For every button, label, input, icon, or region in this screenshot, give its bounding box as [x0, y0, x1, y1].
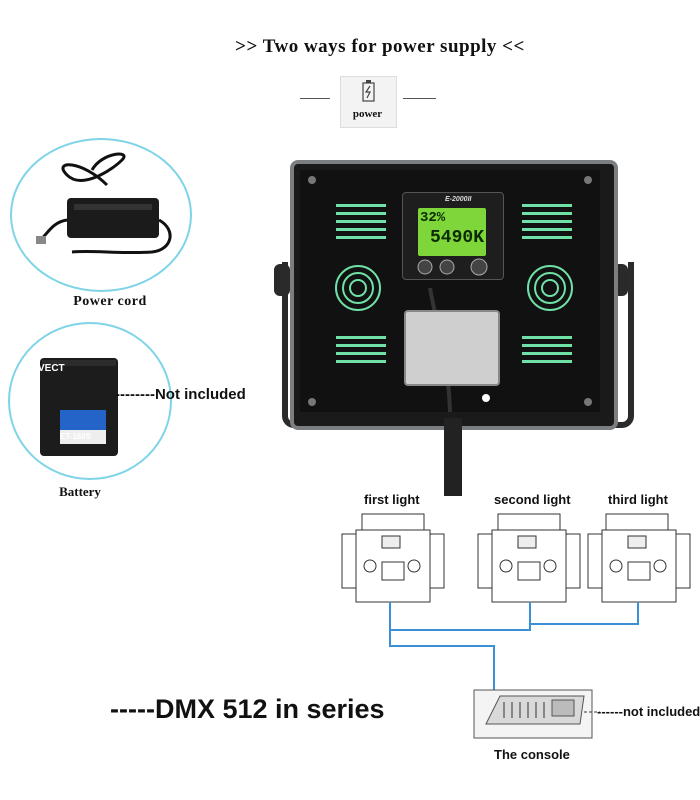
first-light-diagram: [341, 513, 445, 603]
console-diagram: [473, 689, 600, 739]
second-light-diagram: [477, 513, 581, 603]
divider-right: [403, 98, 436, 99]
battery-not-included-note: --------Not included: [115, 386, 246, 403]
battery-model: ET-160S: [60, 432, 92, 441]
dmx-series-label: -----DMX 512 in series: [110, 694, 385, 724]
page-title: >> Two ways for power supply <<: [235, 36, 525, 57]
model-label: E-2000II: [445, 196, 472, 203]
battery-image: [8, 322, 172, 480]
console-not-included-note: ------not included: [597, 704, 700, 719]
battery-mount-plate: [404, 310, 500, 386]
first-light-label: first light: [364, 492, 420, 507]
lcd-display: [418, 208, 486, 256]
battery-label: Battery: [59, 484, 101, 499]
yoke-knob-left: [274, 264, 290, 296]
battery-brand: VECT: [38, 363, 65, 374]
power-cord-label: Power cord: [73, 294, 147, 309]
console-label: The console: [494, 747, 570, 762]
third-light-label: third light: [608, 492, 668, 507]
power-icon: [340, 76, 397, 128]
power-icon-label: power: [352, 108, 383, 120]
third-light-diagram: [587, 513, 691, 603]
stand-pole: [444, 418, 462, 496]
power-cord-image: [10, 138, 192, 292]
lcd-color-temp: 5490K: [430, 228, 485, 248]
lcd-brightness: 32%: [420, 210, 446, 226]
divider-left: [300, 98, 330, 99]
second-light-label: second light: [494, 492, 571, 507]
